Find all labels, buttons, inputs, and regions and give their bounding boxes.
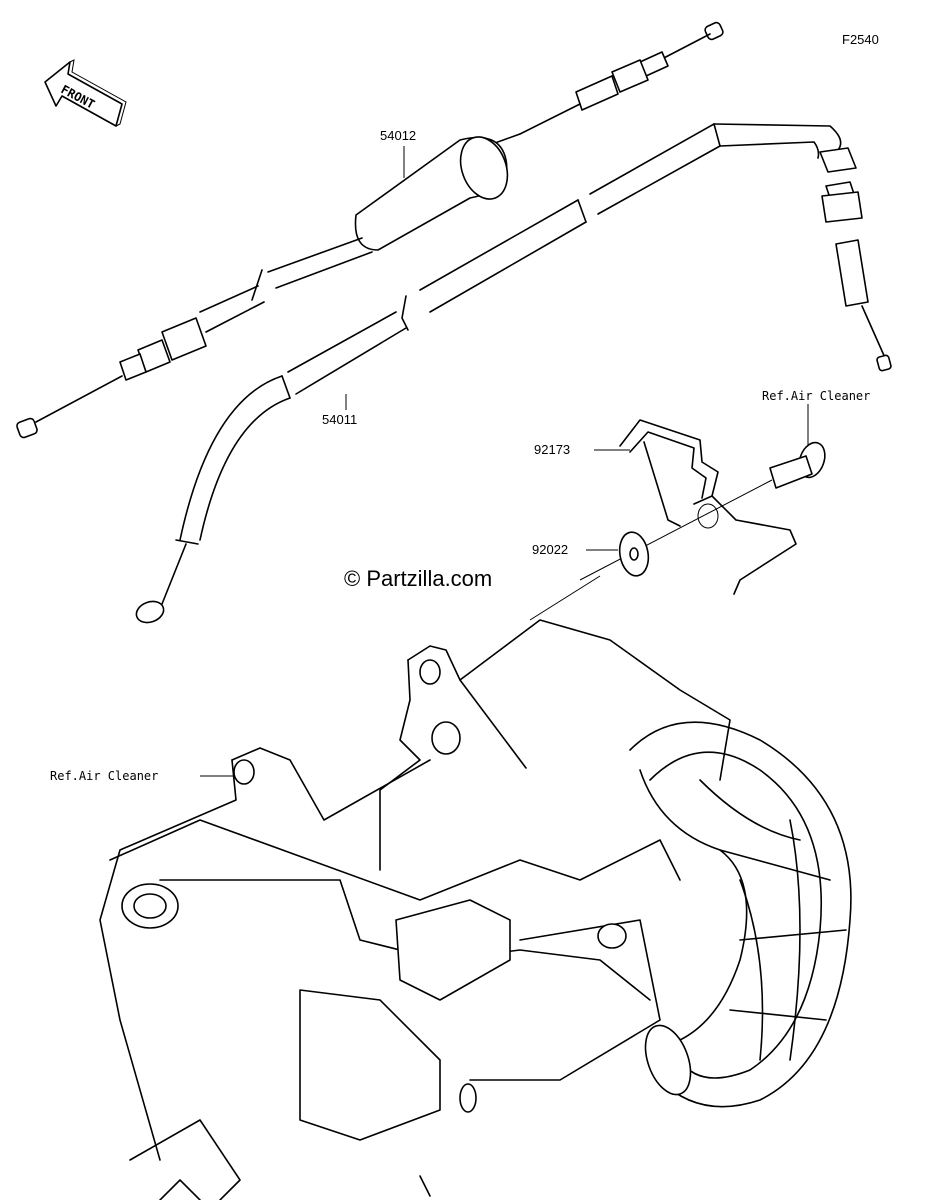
- clip-92173: 92173: [534, 419, 797, 595]
- figure-id: F2540: [842, 32, 879, 47]
- ref-air-cleaner-top-label: Ref.Air Cleaner: [762, 389, 870, 403]
- front-arrow-icon: FRONT: [44, 59, 127, 127]
- air-cleaner-housing: [99, 575, 731, 1200]
- part-54011-label: 54011: [322, 412, 357, 427]
- part-92022-label: 92022: [532, 542, 568, 557]
- intake-duct: [629, 721, 852, 1108]
- throttle-cable-54012: 54012: [16, 21, 724, 439]
- throttle-cable-54011: 54011: [135, 123, 892, 624]
- ref-air-cleaner-left-label: Ref.Air Cleaner: [50, 769, 158, 783]
- part-54012-label: 54012: [380, 128, 416, 143]
- screw-icon: [769, 441, 826, 489]
- washer-92022: 92022: [532, 531, 650, 577]
- part-92173-label: 92173: [534, 442, 570, 457]
- partzilla-watermark: © Partzilla.com: [344, 566, 492, 591]
